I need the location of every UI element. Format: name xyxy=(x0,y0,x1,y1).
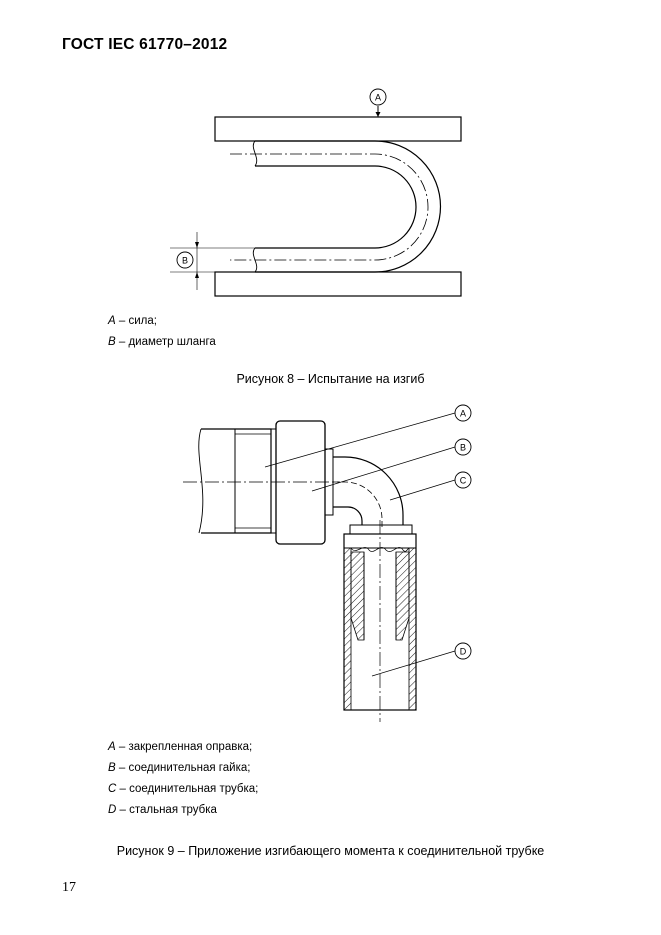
callout-a-circle-fig9 xyxy=(454,404,472,422)
figure-8-legend-a: A – сила; xyxy=(108,315,157,327)
connecting-tube xyxy=(333,456,404,525)
hose-u-bend xyxy=(255,140,442,273)
document-header: ГОСТ IEC 61770–2012 xyxy=(62,36,228,53)
callout-a-circle xyxy=(369,88,387,106)
callout-a-label: A xyxy=(375,93,381,103)
callout-b-circle-fig9 xyxy=(454,438,472,456)
coupling-nut xyxy=(275,420,326,545)
mandrel-body xyxy=(201,428,272,534)
callout-c-circle-fig9 xyxy=(454,471,472,489)
callout-c-label-fig9: C xyxy=(460,476,467,486)
callout-d-label-fig9: D xyxy=(460,647,467,657)
figure-9-legend-d: D – стальная трубка xyxy=(108,804,217,816)
callout-b-circle xyxy=(176,251,194,269)
figure-8-legend-b: B – диаметр шланга xyxy=(108,336,216,348)
figure-8-caption: Рисунок 8 – Испытание на изгиб xyxy=(236,372,425,386)
figure-9-legend-b: B – соединительная гайка; xyxy=(108,762,251,774)
figure-9-caption: Рисунок 9 – Приложение изгибающего момен… xyxy=(116,844,545,858)
callout-d-circle-fig9 xyxy=(454,642,472,660)
figure-9-legend-c: C – соединительная трубка; xyxy=(108,783,259,795)
callout-a-label-fig9: A xyxy=(460,409,466,419)
page-number: 17 xyxy=(62,880,76,895)
figure-9-legend-a: A – закрепленная оправка; xyxy=(108,741,253,753)
callout-b-label-fig9: B xyxy=(460,443,466,453)
callout-b-label: B xyxy=(182,256,188,266)
